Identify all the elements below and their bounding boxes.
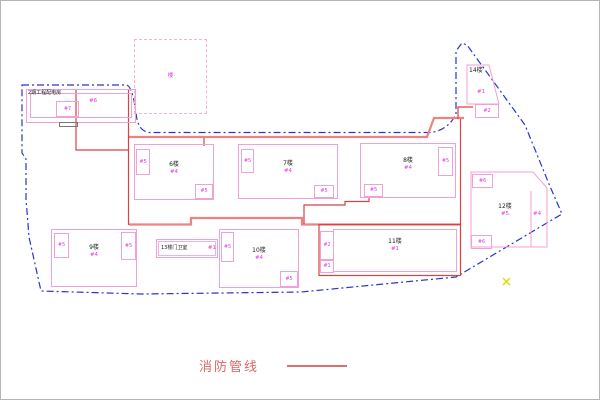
- corner-box: #5: [438, 147, 453, 176]
- building-14-sub: #1: [477, 89, 486, 95]
- corner-box: #6: [472, 174, 493, 188]
- building-9: #5 #5 9楼 #4: [51, 229, 137, 287]
- corner-box: #5: [54, 233, 69, 258]
- gatehouse-13-sub: #1: [207, 245, 216, 251]
- pipe-left-loop: [75, 89, 129, 151]
- building-10: #5 #5 10楼 #4: [219, 229, 299, 288]
- building-left-inner: [30, 93, 132, 118]
- corner-box: #6: [471, 235, 492, 249]
- corner-box-label: #5: [223, 243, 232, 250]
- corner-box-label: #5: [369, 187, 378, 193]
- building-outlines-polygon: [466, 64, 548, 248]
- gatehouse-13-inner: [158, 241, 216, 256]
- corner-box-label: #5: [285, 275, 293, 282]
- corner-box-label: #5: [243, 157, 252, 164]
- corner-box-label: #5: [320, 188, 328, 194]
- building-sub-label: #5: [500, 211, 510, 217]
- building-14-number: 14楼: [469, 67, 483, 74]
- corner-box-label: #5: [57, 242, 66, 248]
- building-top: 楼: [134, 39, 207, 114]
- building-left-box: #7: [56, 101, 79, 117]
- corner-box: #5: [136, 149, 150, 175]
- corner-box: #1: [320, 260, 334, 273]
- gatehouse-13-label: 13楼门卫室: [161, 245, 188, 251]
- corner-box-label: #1: [323, 263, 331, 269]
- pipe-stub-b14: [457, 106, 473, 119]
- corner-box: #5: [121, 232, 136, 260]
- corner-box: #5: [280, 271, 298, 287]
- corner-box-label: #5: [139, 158, 147, 165]
- building-7: #5 #5 7楼 #4: [238, 144, 338, 199]
- corner-box-label: #5: [441, 158, 450, 164]
- corner-box-label: #6: [478, 177, 487, 184]
- building-11-labels: 11楼 #1: [334, 237, 456, 253]
- building-8: #5 #5 8楼 #4: [360, 143, 456, 198]
- entrance-notch: [59, 122, 78, 127]
- corner-box: #5: [364, 184, 383, 197]
- building-sub-label: #1: [390, 246, 400, 252]
- pipe-branch-78: [303, 198, 370, 224]
- building-12-outline: [470, 171, 548, 248]
- corner-box: #2: [475, 104, 499, 118]
- building-number-label: 11楼: [388, 238, 402, 245]
- building-left-outer: [26, 89, 136, 123]
- building-11: 11楼 #1: [333, 229, 457, 272]
- phase-title: 2期工程配电房: [28, 89, 62, 96]
- building-top-label: 楼: [167, 72, 174, 79]
- building-12-labels: 12楼 #5: [483, 202, 527, 218]
- corner-box: #5: [241, 149, 254, 173]
- gatehouse-13: 13楼门卫室 #1: [156, 239, 218, 258]
- corner-box-label: #2: [323, 242, 331, 248]
- corner-box: #5: [195, 184, 213, 199]
- yellow-marker-icon: [502, 277, 511, 286]
- building-12-strip-label: #4: [533, 211, 542, 217]
- corner-box: #5: [314, 185, 334, 198]
- legend-label: 消防管线: [199, 360, 260, 375]
- corner-box-label: #5: [200, 188, 208, 194]
- legend: 消防管线: [199, 356, 259, 375]
- corner-box: #2: [320, 231, 334, 260]
- pipe-loop-b11: [318, 223, 462, 277]
- corner-box: #5: [221, 232, 234, 262]
- corner-box-label: #6: [477, 238, 486, 245]
- building-6: #5 #5 6楼 #4: [134, 144, 214, 200]
- corner-box-label: #2: [483, 107, 491, 114]
- corner-box-label: #5: [124, 242, 133, 249]
- building-left-center-label: #6: [89, 98, 98, 104]
- fire-pipeline-branches: [75, 89, 473, 277]
- building-14-outline: [466, 64, 500, 105]
- building-left-box-label: #7: [63, 105, 72, 112]
- building-number-label: 12楼: [498, 203, 512, 210]
